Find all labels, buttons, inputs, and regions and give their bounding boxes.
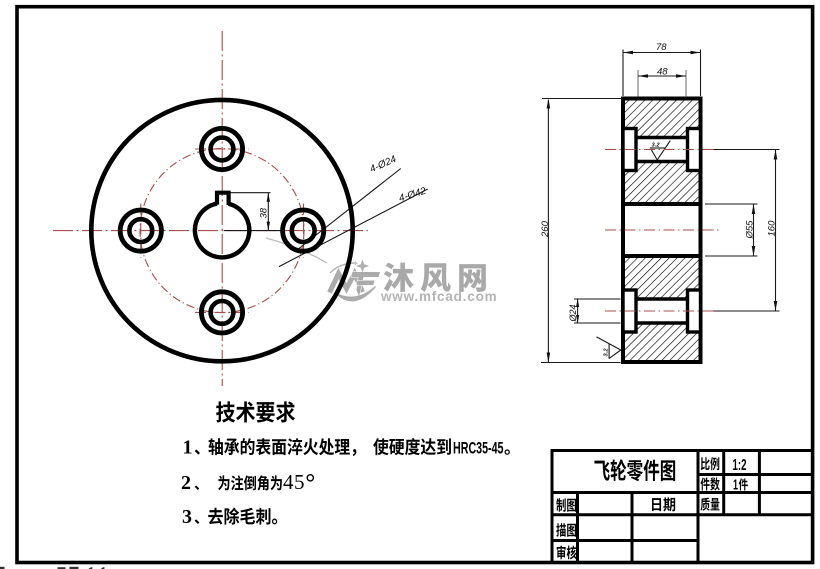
svg-text:160: 160 bbox=[767, 220, 778, 237]
svg-text:4-Ø24: 4-Ø24 bbox=[368, 154, 398, 176]
svg-text:Ø55: Ø55 bbox=[745, 220, 756, 240]
svg-text:260: 260 bbox=[540, 220, 551, 238]
svg-text:3.2: 3.2 bbox=[652, 143, 661, 149]
svg-text:38: 38 bbox=[259, 207, 270, 218]
svg-text:4-Ø42: 4-Ø42 bbox=[398, 186, 428, 205]
svg-text:1: 1 bbox=[733, 476, 738, 493]
svg-text:3.2: 3.2 bbox=[604, 348, 610, 357]
svg-text:3: 3 bbox=[182, 506, 192, 528]
svg-text:45: 45 bbox=[283, 470, 305, 494]
svg-text:1:2: 1:2 bbox=[733, 457, 747, 474]
svg-text:1: 1 bbox=[183, 437, 193, 459]
svg-text:www.mfcad.com: www.mfcad.com bbox=[380, 289, 497, 304]
svg-text:HRC35-45: HRC35-45 bbox=[453, 440, 504, 458]
svg-text:2: 2 bbox=[181, 472, 191, 494]
svg-text:78: 78 bbox=[656, 42, 667, 53]
svg-text:Ø24: Ø24 bbox=[568, 304, 578, 322]
svg-text:48: 48 bbox=[657, 67, 668, 78]
